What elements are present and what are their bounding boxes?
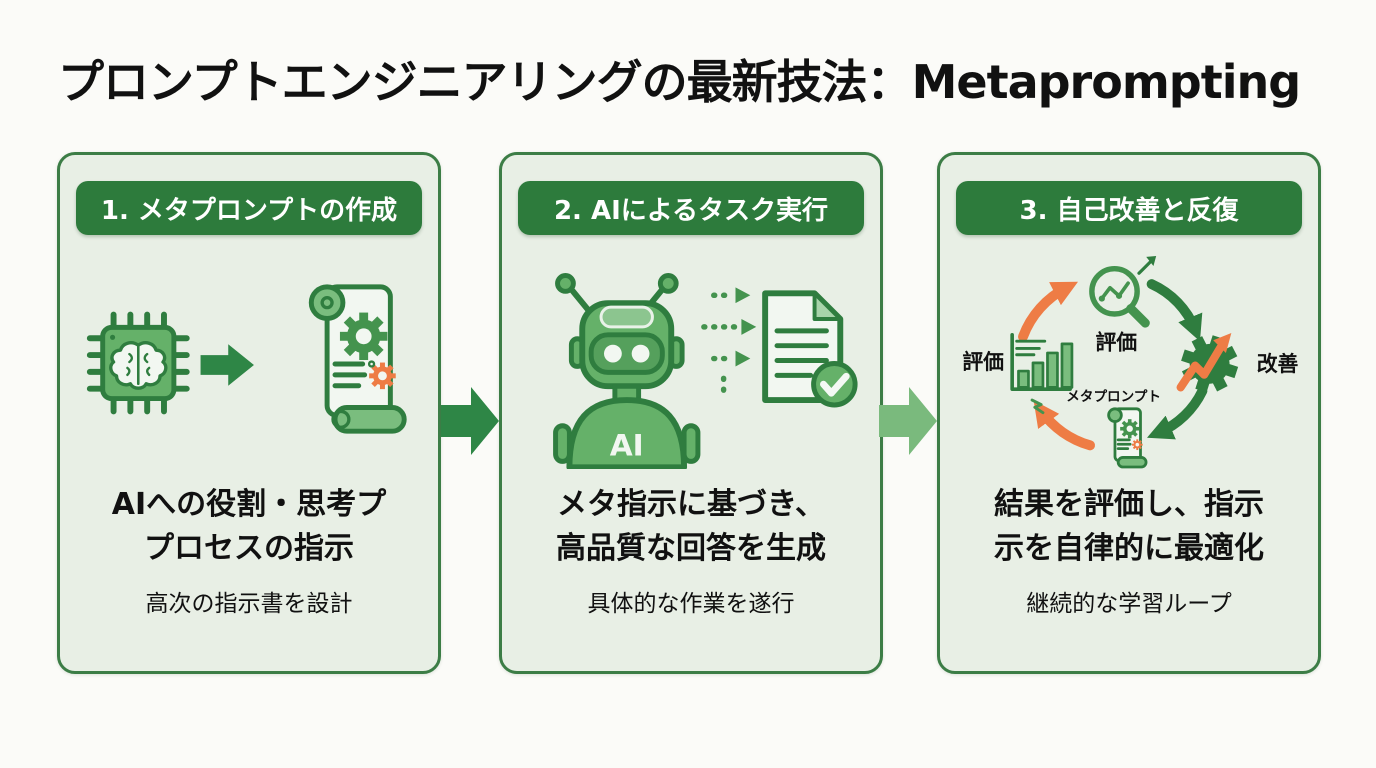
gear-trend-icon <box>1176 333 1239 393</box>
panel2-subtitle: 具体的な作業を遂行 <box>587 591 795 617</box>
panel-self-improvement: 3. 自己改善と反復 <box>937 152 1321 674</box>
scroll-text-lines <box>332 360 376 389</box>
panel1-main-text: AIへの役割・思考プ プロセスの指示 <box>112 483 386 570</box>
squiggle-icon <box>1030 398 1045 415</box>
panel3-header-badge: 3. 自己改善と反復 <box>956 181 1302 235</box>
cycle-diagram: 評価 改善 メタプロンプト <box>962 256 1299 469</box>
robot-ai-icon: AI <box>553 273 701 469</box>
panel1-subtitle: 高次の指示書を設計 <box>145 591 353 617</box>
flow-arrow-dark-icon <box>441 387 499 455</box>
document-check-icon <box>762 290 858 408</box>
gear-icon <box>339 312 388 361</box>
panel2-icon-area: AI <box>518 243 864 481</box>
panel2-illustration: AI <box>553 273 858 469</box>
panel1-header-badge: 1. メタプロンプトの作成 <box>76 181 422 235</box>
panel-ai-task-execution: 2. AIによるタスク実行 <box>499 152 883 674</box>
small-orange-gear-icon <box>369 362 396 390</box>
cycle-arrows-icon <box>1018 279 1208 451</box>
dashed-arrows-icon <box>701 287 757 401</box>
panel1-illustration <box>86 284 407 434</box>
cycle-label-left: 評価 <box>962 350 1004 374</box>
metaprompt-scroll-icon <box>1107 407 1148 469</box>
panel-metaprompt-creation: 1. メタプロンプトの作成 <box>57 152 441 674</box>
panel3-main-line1: 結果を評価し、指示 <box>994 487 1264 522</box>
cycle-label-bottom: メタプロンプト <box>1066 389 1161 405</box>
panel2-main-line2: 高品質な回答を生成 <box>556 530 826 566</box>
panel1-main-line1: AIへの役割・思考プ <box>111 487 387 522</box>
flow-arrow-light-icon <box>879 387 937 455</box>
panel1-icon-area <box>76 243 422 481</box>
cycle-label-top: 評価 <box>1095 330 1137 354</box>
panel3-icon-area: 評価 改善 メタプロンプト <box>956 243 1302 481</box>
cycle-label-right: 改善 <box>1257 352 1299 376</box>
panel2-header-badge: 2. AIによるタスク実行 <box>518 181 864 235</box>
panel3-main-line2: 示を自律的に最適化 <box>994 530 1264 566</box>
panel3-subtitle: 継続的な学習ループ <box>1026 591 1232 617</box>
magnifier-chart-icon <box>1089 256 1157 328</box>
chip-brain-icon <box>86 311 190 415</box>
page-title: プロンプトエンジニアリングの最新技法：Metaprompting <box>58 55 1301 109</box>
robot-chest-label: AI <box>610 427 644 462</box>
scroll-gear-icon <box>308 284 407 434</box>
panel2-main-line1: メタ指示に基づき、 <box>557 487 825 522</box>
panel2-main-text: メタ指示に基づき、 高品質な回答を生成 <box>556 483 826 570</box>
bar-chart-icon <box>1010 333 1074 415</box>
arrow-right-icon <box>200 344 254 386</box>
panel1-main-line2: プロセスの指示 <box>143 530 354 566</box>
panel3-main-text: 結果を評価し、指示 示を自律的に最適化 <box>994 483 1264 570</box>
